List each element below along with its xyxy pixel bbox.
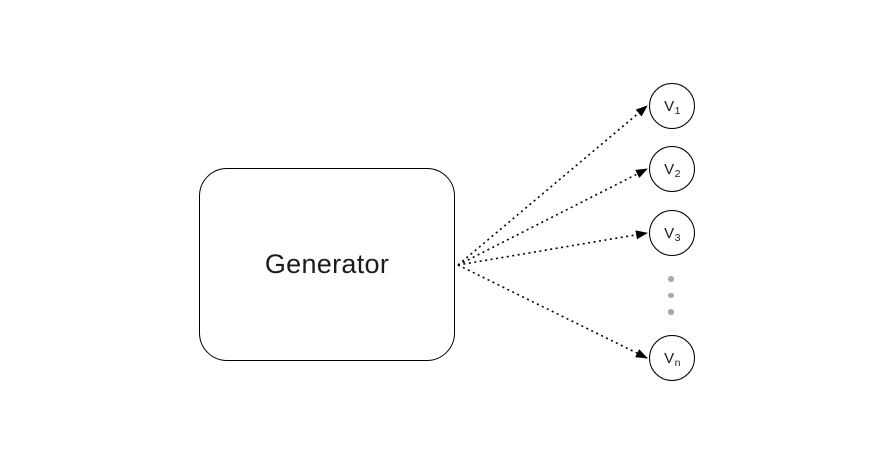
arrow-generator-to-v3 bbox=[457, 230, 648, 266]
arrow-generator-to-v1 bbox=[457, 105, 648, 266]
ellipsis-dot bbox=[668, 292, 674, 298]
node-v2-label: V2 bbox=[664, 160, 681, 180]
node-v2: V2 bbox=[649, 146, 695, 192]
ellipsis-dot bbox=[668, 276, 674, 282]
node-v3: V3 bbox=[649, 210, 695, 256]
ellipsis-dot bbox=[668, 309, 674, 315]
generator-node: Generator bbox=[199, 168, 455, 361]
node-vn: Vn bbox=[649, 335, 695, 381]
node-v1-label: V1 bbox=[664, 97, 681, 117]
node-v1: V1 bbox=[649, 83, 695, 129]
node-v3-label: V3 bbox=[664, 224, 681, 244]
arrow-generator-to-vn bbox=[457, 264, 648, 359]
vertical-ellipsis bbox=[668, 276, 674, 315]
generator-label: Generator bbox=[264, 249, 390, 279]
arrow-generator-to-v2 bbox=[457, 168, 648, 266]
node-vn-label: Vn bbox=[664, 349, 681, 369]
